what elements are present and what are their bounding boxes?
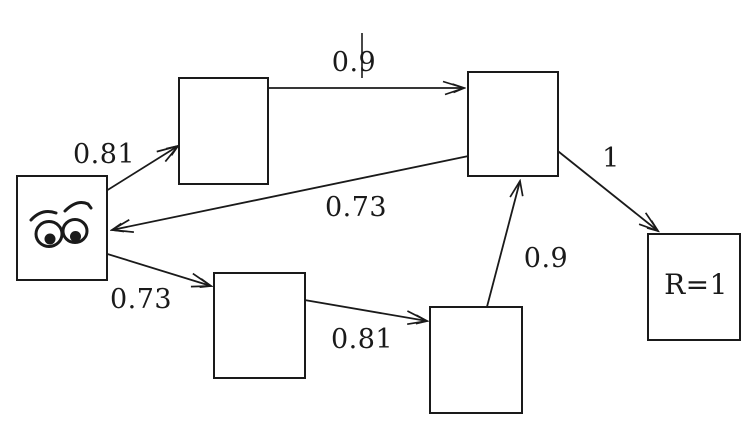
reward-state-box xyxy=(647,233,741,341)
googly-eyes-icon xyxy=(29,201,93,248)
arrow-bottom-right-to-top-right xyxy=(482,181,520,323)
right-eye-icon xyxy=(61,218,89,244)
label-0-81-bottom: 0.81 xyxy=(331,324,393,355)
state-boxes xyxy=(16,71,741,414)
arrow-bottom-middle-to-bottom-right xyxy=(286,296,427,321)
top-right-state-box xyxy=(467,71,559,177)
label-0-73-middle: 0.73 xyxy=(325,192,387,223)
arrow-agent-to-bottom-middle xyxy=(87,247,211,286)
label-0-9-top: 0.9 xyxy=(332,47,376,78)
bottom-right-state-box xyxy=(429,306,523,414)
bottom-middle-state-box xyxy=(213,272,306,379)
arrow-top-right-to-agent xyxy=(112,152,484,230)
right-eyebrow-icon xyxy=(63,201,93,213)
label-0-73-bottom: 0.73 xyxy=(110,284,172,315)
reward-label: R=1 xyxy=(664,268,728,301)
transition-labels: 0.81 0.9 0.73 0.73 0.81 0.9 1 xyxy=(73,33,620,355)
label-0-81-top: 0.81 xyxy=(73,139,135,170)
left-pupil-icon xyxy=(44,233,56,245)
right-pupil-icon xyxy=(70,231,81,242)
label-1: 1 xyxy=(602,143,620,174)
label-0-9-right: 0.9 xyxy=(524,243,568,274)
top-middle-state-box xyxy=(178,77,269,185)
left-eyebrow-icon xyxy=(29,210,58,222)
